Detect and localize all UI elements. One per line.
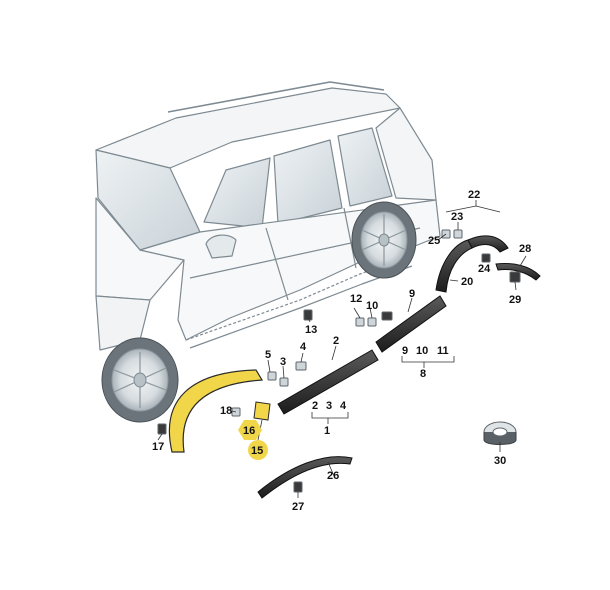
label-25: 25 — [428, 235, 440, 247]
label-15-badge — [248, 440, 268, 460]
label-12: 12 — [350, 293, 362, 305]
label-group8-10: 10 — [416, 345, 428, 357]
label-10: 10 — [366, 300, 378, 312]
label-24: 24 — [478, 263, 491, 275]
label-23: 23 — [451, 211, 463, 223]
leader-lines — [157, 200, 527, 498]
part-labels: 2 5 3 4 13 12 10 9 20 22 23 25 24 28 29 … — [152, 189, 531, 513]
trim-strip-28 — [495, 263, 541, 281]
label-17: 17 — [152, 441, 164, 453]
label-16: 16 — [243, 425, 255, 437]
label-28: 28 — [519, 243, 531, 255]
sill-trim-front-2 — [277, 349, 379, 415]
label-15: 15 — [251, 445, 263, 457]
wheel-arch-trim-front-highlighted — [168, 369, 271, 453]
rear-arch-trim-22 — [467, 235, 509, 253]
label-5: 5 — [265, 349, 271, 361]
label-9: 9 — [409, 288, 415, 300]
label-2: 2 — [333, 335, 339, 347]
trim-strip-26 — [257, 456, 353, 499]
label-22: 22 — [468, 189, 480, 201]
label-1: 1 — [324, 425, 330, 437]
label-group1-4: 4 — [340, 400, 347, 412]
label-13: 13 — [305, 324, 317, 336]
label-26: 26 — [327, 470, 339, 482]
adhesive-tape-roll — [483, 421, 517, 445]
label-16-badge — [238, 420, 262, 440]
label-group8-9: 9 — [402, 345, 408, 357]
rear-wheel — [351, 201, 417, 279]
label-20: 20 — [461, 276, 473, 288]
label-29: 29 — [509, 294, 521, 306]
label-3: 3 — [280, 356, 286, 368]
sill-trim-rear-9 — [375, 295, 447, 353]
label-8: 8 — [420, 368, 426, 380]
label-group8-11: 11 — [437, 345, 449, 357]
front-wheel — [101, 337, 179, 423]
label-18: 18 — [220, 405, 232, 417]
label-group1-3: 3 — [326, 400, 332, 412]
label-30: 30 — [494, 455, 506, 467]
label-27: 27 — [292, 501, 304, 513]
label-4: 4 — [300, 341, 307, 353]
label-group1-2: 2 — [312, 400, 318, 412]
